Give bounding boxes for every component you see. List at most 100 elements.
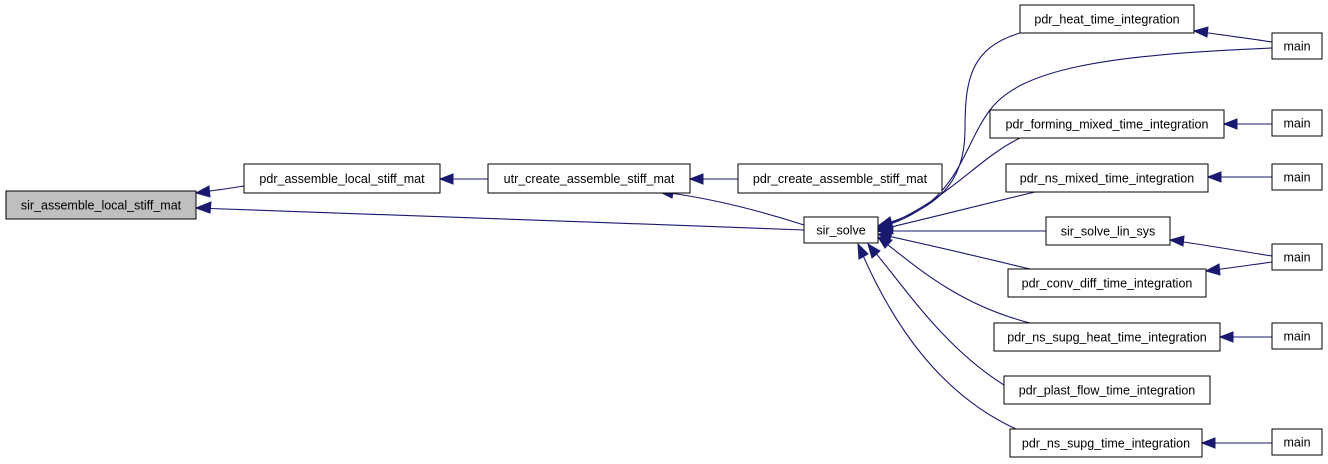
node-box[interactable] [1271,243,1323,271]
node-main-2[interactable]: main [1271,109,1323,137]
edge-pdr-assemble-local-stiff-mat-to-sir-assemble-local-stiff-mat [194,185,245,198]
node-main-5[interactable]: main [1271,322,1323,350]
edge-line [1169,239,1273,257]
node-label: main [1283,117,1310,131]
edge-line [867,243,1005,386]
node-box[interactable] [1271,428,1323,456]
edge-pdr-ns-mixed-time-integration-to-sir-solve [876,191,1036,235]
edge-pdr-create-assemble-stiff-mat-to-utr-create-assemble-stiff-mat [688,173,738,185]
edge-arrowhead [1168,235,1185,247]
node-label: main [1283,251,1310,265]
node-label: pdr_ns_supg_time_integration [1022,437,1190,451]
node-label: utr_create_assemble_stiff_mat [504,172,675,186]
node-label: main [1283,436,1310,450]
node-box[interactable] [1045,216,1171,246]
edge-sir-solve-to-sir-assemble-local-stiff-mat [194,201,805,231]
node-label: main [1283,171,1310,185]
node-pdr-heat-time-integration[interactable]: pdr_heat_time_integration [1019,4,1195,34]
node-pdr-ns-supg-time-integration[interactable]: pdr_ns_supg_time_integration [1009,428,1203,458]
node-main-1[interactable]: main [1271,32,1323,60]
edge-arrowhead [857,242,869,260]
edge-main-5-to-pdr-ns-supg-heat-time-integration [1218,331,1272,343]
edge-line [857,243,1031,436]
node-pdr-forming-mixed-time-integration[interactable]: pdr_forming_mixed_time_integration [989,109,1225,139]
node-box[interactable] [487,163,691,194]
node-box[interactable] [1019,4,1195,34]
node-label: main [1283,40,1310,54]
node-label: sir_solve [816,224,865,238]
edge-arrowhead [194,185,211,198]
edge-main-4-to-sir-solve-lin-sys [1168,235,1273,257]
node-main-6[interactable]: main [1271,428,1323,456]
node-box[interactable] [1271,32,1323,60]
node-pdr-conv-diff-time-integration[interactable]: pdr_conv_diff_time_integration [1007,268,1207,298]
node-main-4[interactable]: main [1271,243,1323,271]
edge-line [877,191,1036,231]
node-box[interactable] [243,163,441,194]
node-box[interactable] [993,322,1221,352]
node-label: pdr_ns_supg_heat_time_integration [1007,331,1206,345]
edge-pdr-conv-diff-time-integration-to-sir-solve [876,231,1031,270]
node-pdr-create-assemble-stiff-mat[interactable]: pdr_create_assemble_stiff_mat [737,163,943,194]
edge-main-2-to-pdr-forming-mixed-time-integration [1222,118,1272,130]
node-label: sir_assemble_local_stiff_mat [21,199,182,213]
edge-main-1-to-sir-solve [876,47,1273,231]
node-label: pdr_create_assemble_stiff_mat [753,172,928,186]
node-label: pdr_heat_time_integration [1034,13,1179,27]
edge-arrowhead [876,236,893,249]
edge-arrowhead [1200,437,1216,449]
edge-utr-create-assemble-stiff-mat-to-pdr-assemble-local-stiff-mat [438,173,488,185]
node-label: pdr_forming_mixed_time_integration [1006,118,1209,132]
edge-sir-solve-lin-sys-to-sir-solve [876,225,1046,237]
edge-sir-solve-to-utr-create-assemble-stiff-mat [658,187,805,226]
edge-arrowhead [194,201,212,214]
node-layer: sir_assemble_local_stiff_mat pdr_assemble… [5,4,1323,458]
edge-main-3-to-pdr-ns-mixed-time-integration [1206,171,1272,183]
edge-line [877,137,1021,230]
node-label: pdr_plast_flow_time_integration [1019,384,1196,398]
edge-pdr-ns-supg-time-integration-to-sir-solve [857,242,1031,436]
node-box[interactable] [1271,322,1323,350]
edge-arrowhead [1218,331,1234,343]
edge-layer [194,26,1273,449]
node-main-3[interactable]: main [1271,163,1323,191]
edge-arrowhead [1222,118,1238,130]
node-pdr-plast-flow-time-integration[interactable]: pdr_plast_flow_time_integration [1003,375,1211,405]
edge-line [877,233,1031,270]
edge-pdr-ns-supg-heat-time-integration-to-sir-solve [876,236,1031,324]
edge-pdr-plast-flow-time-integration-to-sir-solve [867,242,1005,386]
node-pdr-ns-supg-heat-time-integration[interactable]: pdr_ns_supg_heat_time_integration [993,322,1221,352]
node-box[interactable] [803,216,879,244]
edge-line [877,236,1031,324]
node-box[interactable] [1003,375,1211,405]
edge-arrowhead [1204,263,1221,276]
edge-arrowhead [688,173,704,185]
node-sir-solve[interactable]: sir_solve [803,216,879,244]
node-box[interactable] [1007,268,1207,298]
node-pdr-assemble-local-stiff-mat[interactable]: pdr_assemble_local_stiff_mat [243,163,441,194]
node-box[interactable] [5,190,197,220]
node-box[interactable] [1005,163,1209,193]
node-pdr-ns-mixed-time-integration[interactable]: pdr_ns_mixed_time_integration [1005,163,1209,193]
node-utr-create-assemble-stiff-mat[interactable]: utr_create_assemble_stiff_mat [487,163,691,194]
node-label: pdr_conv_diff_time_integration [1022,277,1193,291]
edge-line [195,207,805,231]
node-label: sir_solve_lin_sys [1061,225,1155,239]
edge-arrowhead [438,173,454,185]
node-sir-solve-lin-sys[interactable]: sir_solve_lin_sys [1045,216,1171,246]
edge-main-6-to-pdr-ns-supg-time-integration [1200,437,1272,449]
node-box[interactable] [1271,109,1323,137]
edge-arrowhead [867,242,881,259]
node-box[interactable] [1009,428,1203,458]
node-label: pdr_ns_mixed_time_integration [1020,172,1194,186]
edge-main-4-to-pdr-conv-diff-time-integration [1204,261,1273,276]
node-label: pdr_assemble_local_stiff_mat [259,172,425,186]
node-box[interactable] [989,109,1225,139]
node-sir-assemble-local-stiff-mat[interactable]: sir_assemble_local_stiff_mat [5,190,197,220]
edge-main-1-to-pdr-heat-time-integration [1192,26,1273,43]
edge-arrowhead [1206,171,1222,183]
edge-arrowhead [1192,26,1209,38]
node-box[interactable] [737,163,943,194]
node-box[interactable] [1271,163,1323,191]
